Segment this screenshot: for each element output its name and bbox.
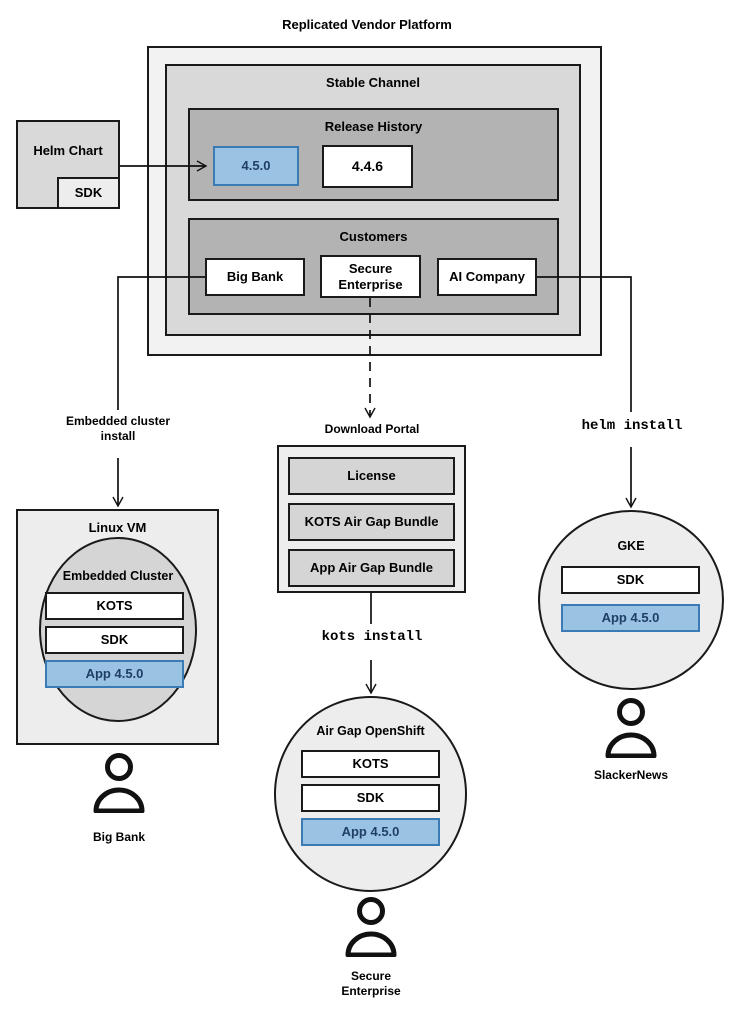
page-title: Replicated Vendor Platform	[282, 17, 452, 32]
helm-chart-sdk-box[interactable]: SDK	[57, 177, 120, 209]
actor-secure-enterprise	[337, 897, 405, 962]
actor-label-slackernews: SlackerNews	[593, 768, 669, 782]
actor-label-secure-enterprise: Secure Enterprise	[341, 969, 401, 998]
helm-chart-label: Helm Chart	[33, 142, 103, 158]
download-portal-artifact-app-air-gap-bundle[interactable]: App Air Gap Bundle	[288, 549, 455, 587]
gke-component-sdk[interactable]: SDK	[561, 566, 700, 594]
actor-big-bank	[85, 753, 153, 818]
download-portal-label: Download Portal	[324, 422, 420, 436]
air-gap-openshift-label: Air Gap OpenShift	[316, 724, 425, 738]
kots-install-label: kots install	[321, 629, 423, 645]
download-portal-artifact-kots-air-gap-bundle[interactable]: KOTS Air Gap Bundle	[288, 503, 455, 541]
embedded-cluster-install-label: Embedded cluster install	[65, 414, 171, 443]
stable-channel-label: Stable Channel	[326, 75, 420, 90]
customer-box-big-bank[interactable]: Big Bank	[205, 258, 305, 296]
customer-box-secure-enterprise[interactable]: Secure Enterprise	[320, 255, 421, 298]
release-box-4-5-0[interactable]: 4.5.0	[213, 146, 299, 186]
linux-vm-label: Linux VM	[88, 520, 147, 535]
actor-slackernews	[597, 698, 665, 763]
release-history-label: Release History	[324, 119, 423, 134]
openshift-component-app[interactable]: App 4.5.0	[301, 818, 440, 846]
gke-component-app[interactable]: App 4.5.0	[561, 604, 700, 632]
gke-ellipse: GKE	[538, 510, 724, 690]
release-box-4-4-6[interactable]: 4.4.6	[322, 145, 413, 188]
person-icon	[345, 897, 397, 958]
openshift-component-kots[interactable]: KOTS	[301, 750, 440, 778]
linux-vm-component-kots[interactable]: KOTS	[45, 592, 184, 620]
customer-box-ai-company[interactable]: AI Company	[437, 258, 537, 296]
linux-vm-component-app[interactable]: App 4.5.0	[45, 660, 184, 688]
customers-label: Customers	[339, 229, 408, 244]
person-icon	[605, 698, 657, 759]
gke-label: GKE	[617, 539, 645, 553]
download-portal-artifact-license[interactable]: License	[288, 457, 455, 495]
person-icon	[93, 753, 145, 814]
helm-install-label: helm install	[581, 418, 683, 434]
linux-vm-component-sdk[interactable]: SDK	[45, 626, 184, 654]
embedded-cluster-label: Embedded Cluster	[62, 569, 174, 583]
actor-label-big-bank: Big Bank	[92, 830, 145, 844]
openshift-component-sdk[interactable]: SDK	[301, 784, 440, 812]
